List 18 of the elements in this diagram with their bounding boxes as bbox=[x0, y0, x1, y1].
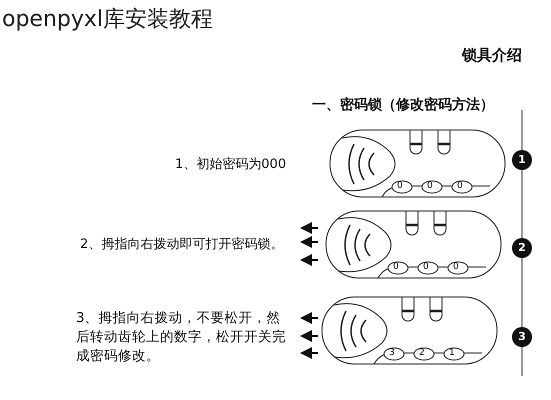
dial-digit: 1 bbox=[449, 348, 455, 358]
dial-digit: 0 bbox=[393, 262, 399, 272]
dial-digit: 3 bbox=[389, 348, 395, 358]
dial-digit: 0 bbox=[397, 181, 403, 191]
dial-digit: 0 bbox=[423, 262, 429, 272]
step-text: 3、拇指向右拨动，不要松开，然后转动齿轮上的数字，松开开关完成密码修改。 bbox=[76, 309, 287, 366]
section-heading: 锁具介绍 bbox=[462, 46, 522, 65]
step-text: 2、拇指向右拨动即可打开密码锁。 bbox=[80, 236, 284, 253]
dial-digit: 0 bbox=[457, 181, 463, 191]
dial-digit: 0 bbox=[427, 181, 433, 191]
step-number-circle: 1 bbox=[512, 150, 532, 170]
subsection-heading: 一、密码锁（修改密码方法） bbox=[312, 96, 494, 114]
step-text: 1、初始密码为000 bbox=[175, 156, 286, 173]
dial-digit: 2 bbox=[419, 348, 425, 358]
page-title: openpyxl库安装教程 bbox=[2, 6, 214, 34]
step-number-circle: 2 bbox=[512, 238, 532, 258]
step-number-circle: 3 bbox=[512, 327, 532, 347]
dial-digit: 0 bbox=[453, 262, 459, 272]
